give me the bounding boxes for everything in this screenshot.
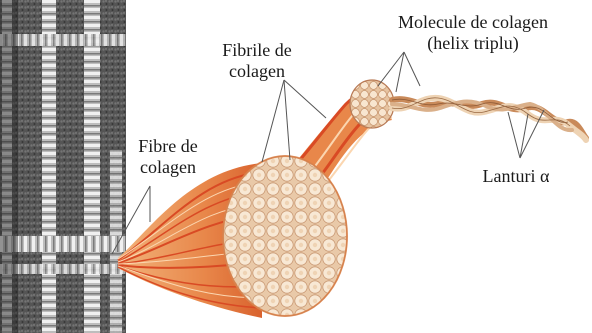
- label-fibre-line2: colagen: [126, 157, 210, 178]
- micrograph-image: [0, 0, 126, 333]
- label-fibre-de-colagen: Fibre de colagen: [126, 136, 210, 178]
- label-fibre-line1: Fibre de: [126, 136, 210, 157]
- label-fibrile-de-colagen: Fibrile de colagen: [212, 40, 302, 82]
- triple-helix: [392, 98, 586, 140]
- leader-lanturi-1: [508, 112, 520, 158]
- label-lanturi-text: Lanturi α: [466, 166, 566, 187]
- label-molecule-de-colagen: Molecule de colagen (helix triplu): [382, 12, 564, 54]
- leader-fibrile-3: [284, 80, 326, 118]
- leader-fibrile-2: [284, 80, 290, 160]
- leader-lanturi-2: [520, 114, 528, 158]
- label-molecule-line1: Molecule de colagen: [382, 12, 564, 33]
- fibril-cross-section: [223, 156, 347, 316]
- leader-fibrile-1: [262, 80, 284, 162]
- label-fibrile-line2: colagen: [212, 61, 302, 82]
- label-molecule-line2: (helix triplu): [382, 33, 564, 54]
- label-fibrile-line1: Fibrile de: [212, 40, 302, 61]
- label-lanturi-alfa: Lanturi α: [466, 166, 566, 187]
- molecule-cross-section: [350, 80, 394, 128]
- leader-molecule-3: [404, 52, 420, 86]
